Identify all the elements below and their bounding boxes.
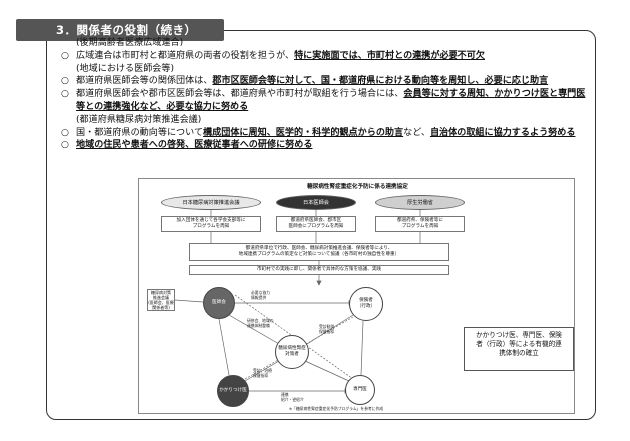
edge-label: 受診勧奨 保健指導 (319, 324, 335, 334)
bullet-mark: ○ (61, 76, 69, 87)
diagram-box-prefecture-notice: 都道府県、保険者等に プログラムを周知 (375, 216, 465, 232)
bullet-item: ○ 広域連合は市町村と都道府県の両者の役割を担うが、特に実施面では、市町村との連… (61, 50, 593, 63)
bullet-mark: ○ (61, 50, 69, 61)
node-medical-association: 医師会 (203, 287, 235, 319)
section-header-bar: 3．関係者の役割（続き） (16, 19, 224, 41)
bullet-mark: ○ (61, 89, 69, 100)
collaboration-diagram: 糖尿病性腎症重症化予防に係る連携協定 日本糖尿病対策推進会議 日本医師会 厚生労… (138, 178, 575, 414)
edge-label: 研修会、地域の 連携体制整備 (247, 318, 274, 328)
section-heading-wide-area-union: (後期高齢者医療広域連合) (76, 38, 184, 48)
org-oval-ministry-of-health: 厚生労働省 (375, 195, 465, 210)
bullet-text: 地域の住民や患者への啓発、医療従事者への研修に努める (76, 140, 313, 151)
node-family-doctor: かかりつけ医 (217, 375, 249, 407)
section-title: 3．関係者の役割（続き） (56, 23, 197, 37)
section-heading-medical-association: (地域における医師会等) (76, 63, 175, 74)
diagram-footnote: ※「糖尿病性腎症重症化予防プログラム」を参考に作成 (289, 406, 384, 411)
bullet-item: ○ 都道府県医師会等の関係団体は、郡市区医師会等に対して、国・都道府県における動… (61, 75, 593, 88)
org-oval-diabetes-council: 日本糖尿病対策推進会議 (161, 195, 261, 210)
node-insurer: 保険者 （行政） (349, 287, 383, 321)
body-text: (後期高齢者医療広域連合) ○ 広域連合は市町村と都道府県の両者の役割を担うが、… (61, 37, 593, 152)
org-oval-japan-medical-association: 日本医師会 (276, 195, 356, 210)
bullet-text: 都道府県医師会や郡市区医師会等は、都道府県や市町村が取組を行う場合には、会員等に… (76, 89, 586, 112)
diagram-box-medical-notice: 都道府県医師会、郡市区 医師会にプログラムを周知 (276, 216, 356, 232)
bullet-text: 都道府県医師会等の関係団体は、郡市区医師会等に対して、国・都道府県における動向等… (76, 76, 549, 87)
edge-label: 必要な協力 情報提供 (251, 290, 270, 300)
bullet-mark: ○ (61, 127, 69, 138)
diagram-box-municipal-practice: 市町村での実践に即し、関係者で具体的な方策を協議、実践 (189, 265, 449, 275)
diagram-box-prefecture-consultation: 都道府県単位で行政、医師会、糖尿病対策推進会議、保険者等により、 地域連携プログ… (189, 243, 449, 261)
bullet-item: ○ 国・都道府県の動向等について構成団体に周知、医学的・科学的観点からの助言など… (61, 127, 593, 140)
edge-label: 受診、治療 保健指導 (253, 368, 272, 378)
bullet-text: 広域連合は市町村と都道府県の両者の役割を担うが、特に実施面では、市町村との連携が… (76, 50, 485, 61)
section-heading-diabetes-council: (都道府県糖尿病対策推進会議) (76, 114, 202, 125)
diagram-box-member-notice: 加入団体を通じて各学会支部等に プログラムを周知 (161, 216, 261, 232)
content-frame (46, 30, 596, 420)
bullet-text: 国・都道府県の動向等について構成団体に周知、医学的・科学的観点からの助言など、自… (76, 127, 576, 138)
bullet-mark: ○ (61, 140, 69, 151)
edge-label: 連携 紹介・逆紹介 (281, 392, 304, 402)
diagram-box-council-members: 糖尿病対策 推進会議 (医師会、医療 関係者等) (147, 289, 175, 311)
bullet-item: ○ 地域の住民や患者への啓発、医療従事者への研修に努める (61, 139, 593, 152)
diagram-note-collaboration: かかりつけ医、専門医、保険 者（行政）等による有機的連 携体制の確立 (464, 327, 574, 371)
diagram-title: 糖尿病性腎症重症化予防に係る連携協定 (307, 184, 408, 190)
node-target-patients: 糖尿病性腎症 対策者 (275, 335, 309, 369)
bullet-item: ○ 都道府県医師会や郡市区医師会等は、都道府県や市町村が取組を行う場合には、会員… (61, 88, 593, 114)
node-specialist: 専門医 (345, 375, 375, 405)
